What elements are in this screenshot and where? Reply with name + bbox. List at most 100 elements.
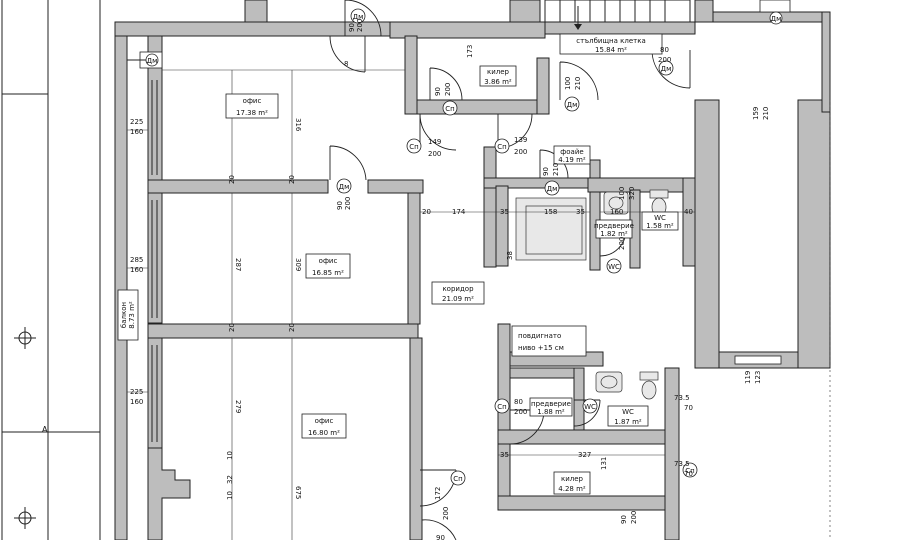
- svg-text:20: 20: [422, 208, 431, 216]
- svg-text:Дм: Дм: [339, 183, 350, 191]
- svg-text:119: 119: [744, 371, 752, 384]
- axis-marker-bottom: [14, 507, 36, 529]
- svg-text:309: 309: [294, 258, 302, 271]
- svg-text:Дм: Дм: [661, 65, 672, 73]
- window-tag: Дм: [145, 53, 159, 67]
- svg-text:Дм: Дм: [771, 15, 782, 23]
- walls: [114, 0, 831, 540]
- window-tag: Дм: [769, 11, 783, 25]
- svg-text:200: 200: [658, 56, 671, 64]
- svg-text:172: 172: [434, 487, 442, 500]
- room-name: WC: [622, 408, 634, 416]
- svg-text:Сп: Сп: [497, 403, 506, 411]
- door-tag: Сп: [494, 138, 510, 154]
- note-line-1: повдигнато: [518, 332, 561, 340]
- room-storage-1: килер 3.86 m²: [479, 65, 517, 87]
- svg-text:8: 8: [344, 60, 348, 68]
- room-name: офис: [319, 257, 338, 265]
- staircase: [544, 0, 691, 30]
- svg-text:320: 320: [628, 187, 636, 200]
- dimension-texts: 90 200 90 200 225 160 285 160 225 160 31…: [130, 19, 770, 540]
- room-area: 1.87 m²: [614, 418, 642, 426]
- note-line-2: ниво +15 см: [518, 344, 564, 352]
- svg-text:90: 90: [542, 167, 550, 176]
- svg-text:160: 160: [130, 398, 143, 406]
- door-tag: Дм: [564, 96, 580, 112]
- svg-text:210: 210: [574, 77, 582, 90]
- door-tag: Дм: [336, 178, 352, 194]
- svg-text:200: 200: [630, 511, 638, 524]
- svg-text:Сп: Сп: [497, 143, 506, 151]
- door-tag: Дм: [658, 60, 674, 76]
- room-foyer: фоайе 4.19 m²: [553, 145, 591, 165]
- svg-text:100: 100: [618, 187, 626, 200]
- room-area: 16.85 m²: [312, 269, 344, 277]
- svg-text:35: 35: [576, 208, 585, 216]
- svg-text:10: 10: [226, 451, 234, 460]
- svg-text:20: 20: [288, 323, 296, 332]
- svg-text:40: 40: [684, 208, 693, 216]
- room-area: 21.09 m²: [442, 295, 474, 303]
- left-margin-frame: [1, 0, 101, 540]
- svg-text:90: 90: [436, 534, 445, 540]
- svg-text:123: 123: [754, 371, 762, 384]
- svg-text:70: 70: [684, 470, 693, 478]
- room-name: фоайе: [560, 148, 583, 156]
- svg-text:200: 200: [444, 83, 452, 96]
- svg-text:225: 225: [130, 118, 143, 126]
- svg-text:200: 200: [356, 19, 364, 32]
- svg-text:Дм: Дм: [147, 57, 158, 65]
- svg-text:10: 10: [226, 491, 234, 500]
- svg-text:Сп: Сп: [685, 467, 694, 475]
- room-name: килер: [561, 475, 584, 483]
- room-office-3: офис 16.80 m²: [301, 413, 347, 439]
- svg-text:316: 316: [294, 118, 302, 132]
- svg-text:Дм: Дм: [547, 185, 558, 193]
- room-corridor: коридор 21.09 m²: [431, 281, 485, 305]
- svg-text:200: 200: [442, 507, 450, 520]
- room-area: 1.88 m²: [537, 408, 565, 416]
- svg-text:73.5: 73.5: [674, 460, 690, 468]
- room-area: 15.84 m²: [595, 46, 627, 54]
- wc-tag: WC: [606, 258, 622, 274]
- room-vestibule-1: предверие 1.82 m²: [594, 219, 634, 239]
- door-tag: Сп: [494, 398, 510, 414]
- room-area: 1.82 m²: [600, 230, 628, 238]
- svg-text:225: 225: [130, 388, 143, 396]
- room-area: 17.38 m²: [236, 109, 268, 117]
- room-office-1: офис 17.38 m²: [225, 93, 279, 119]
- room-name: предверие: [594, 222, 634, 230]
- room-name: килер: [487, 68, 510, 76]
- wc-tags: WC WC: [582, 258, 622, 414]
- svg-text:70: 70: [684, 404, 693, 412]
- svg-text:160: 160: [130, 128, 143, 136]
- svg-text:174: 174: [452, 208, 466, 216]
- axis-label: A: [42, 425, 48, 434]
- room-office-2: офис 16.85 m²: [305, 253, 351, 279]
- room-name: балкон: [120, 302, 128, 328]
- room-name: офис: [315, 417, 334, 425]
- door-tag: Дм: [350, 8, 366, 24]
- svg-text:20: 20: [228, 175, 236, 184]
- svg-text:35: 35: [500, 208, 509, 216]
- svg-text:210: 210: [552, 163, 560, 176]
- svg-text:131: 131: [600, 457, 608, 470]
- room-storage-2: килер 4.28 m²: [553, 471, 591, 495]
- svg-text:279: 279: [234, 400, 242, 413]
- svg-text:200: 200: [428, 150, 441, 158]
- svg-text:200: 200: [514, 148, 527, 156]
- door-tags: Дм Дм Сп Сп Дм Дм Сп Дм Сп Сп Сп: [336, 8, 698, 486]
- svg-text:200: 200: [618, 237, 626, 250]
- svg-text:Сп: Сп: [409, 143, 418, 151]
- svg-text:80: 80: [660, 46, 669, 54]
- axis-marker-top: [14, 327, 36, 349]
- svg-text:139: 139: [514, 136, 527, 144]
- room-balcony: балкон 8.73 m²: [117, 289, 139, 341]
- svg-text:90: 90: [348, 23, 356, 32]
- room-vestibule-2: предверие 1.88 m²: [529, 397, 573, 417]
- svg-text:Сп: Сп: [453, 475, 462, 483]
- svg-text:173: 173: [466, 45, 474, 58]
- room-area: 1.58 m²: [646, 222, 674, 230]
- room-name: коридор: [442, 285, 474, 293]
